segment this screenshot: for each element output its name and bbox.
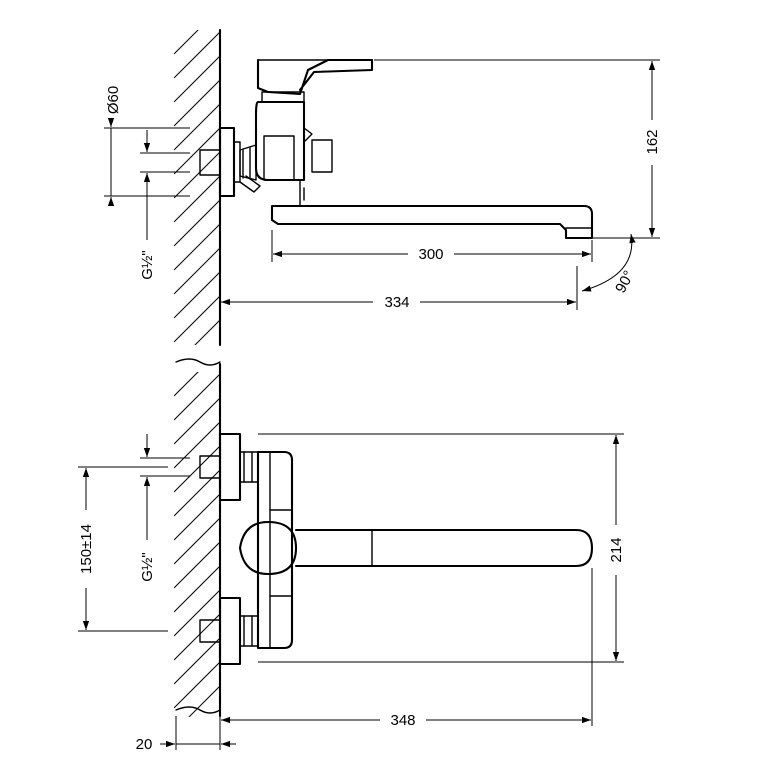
dim-height-162-label: 162	[644, 129, 661, 154]
dim-height-162: 162	[374, 59, 661, 239]
dim-angle-90: 90°	[581, 233, 638, 296]
top-view: Ø60 G½" 162 300	[104, 28, 661, 347]
dim-reach-334: 334	[221, 266, 578, 311]
dim-reach-300: 300	[271, 230, 593, 263]
dim-reach-334-label: 334	[384, 294, 409, 311]
front-view: 214 150±14 G½" 348	[78, 358, 625, 753]
wall-connector-top	[199, 126, 261, 198]
dim-wall-20: 20	[136, 716, 236, 753]
mixer-body-top	[254, 58, 374, 201]
dim-reach-348-label: 348	[390, 712, 415, 729]
dim-thread-front: G½"	[139, 434, 190, 582]
dim-thread-front-label: G½"	[139, 552, 156, 582]
dim-diameter-60-label: Ø60	[105, 86, 122, 114]
connector-lower	[199, 596, 259, 666]
spout-top	[270, 179, 594, 240]
spout-front	[238, 520, 594, 576]
dim-centers-150-label: 150±14	[78, 524, 95, 574]
dim-height-214: 214	[258, 433, 625, 663]
dim-height-214-label: 214	[608, 537, 625, 562]
wall-section-bottom	[174, 358, 222, 718]
dim-reach-300-label: 300	[418, 246, 443, 263]
dim-thread-top-label: G½"	[139, 250, 156, 280]
dim-angle-90-label: 90°	[612, 268, 638, 296]
wall-section-top	[174, 28, 222, 347]
connector-upper	[199, 432, 259, 502]
dim-centers-150: 150±14	[78, 466, 168, 632]
dim-thread-top: G½"	[139, 130, 190, 280]
mixer-body-front	[256, 450, 294, 650]
dim-wall-20-label: 20	[136, 736, 153, 753]
